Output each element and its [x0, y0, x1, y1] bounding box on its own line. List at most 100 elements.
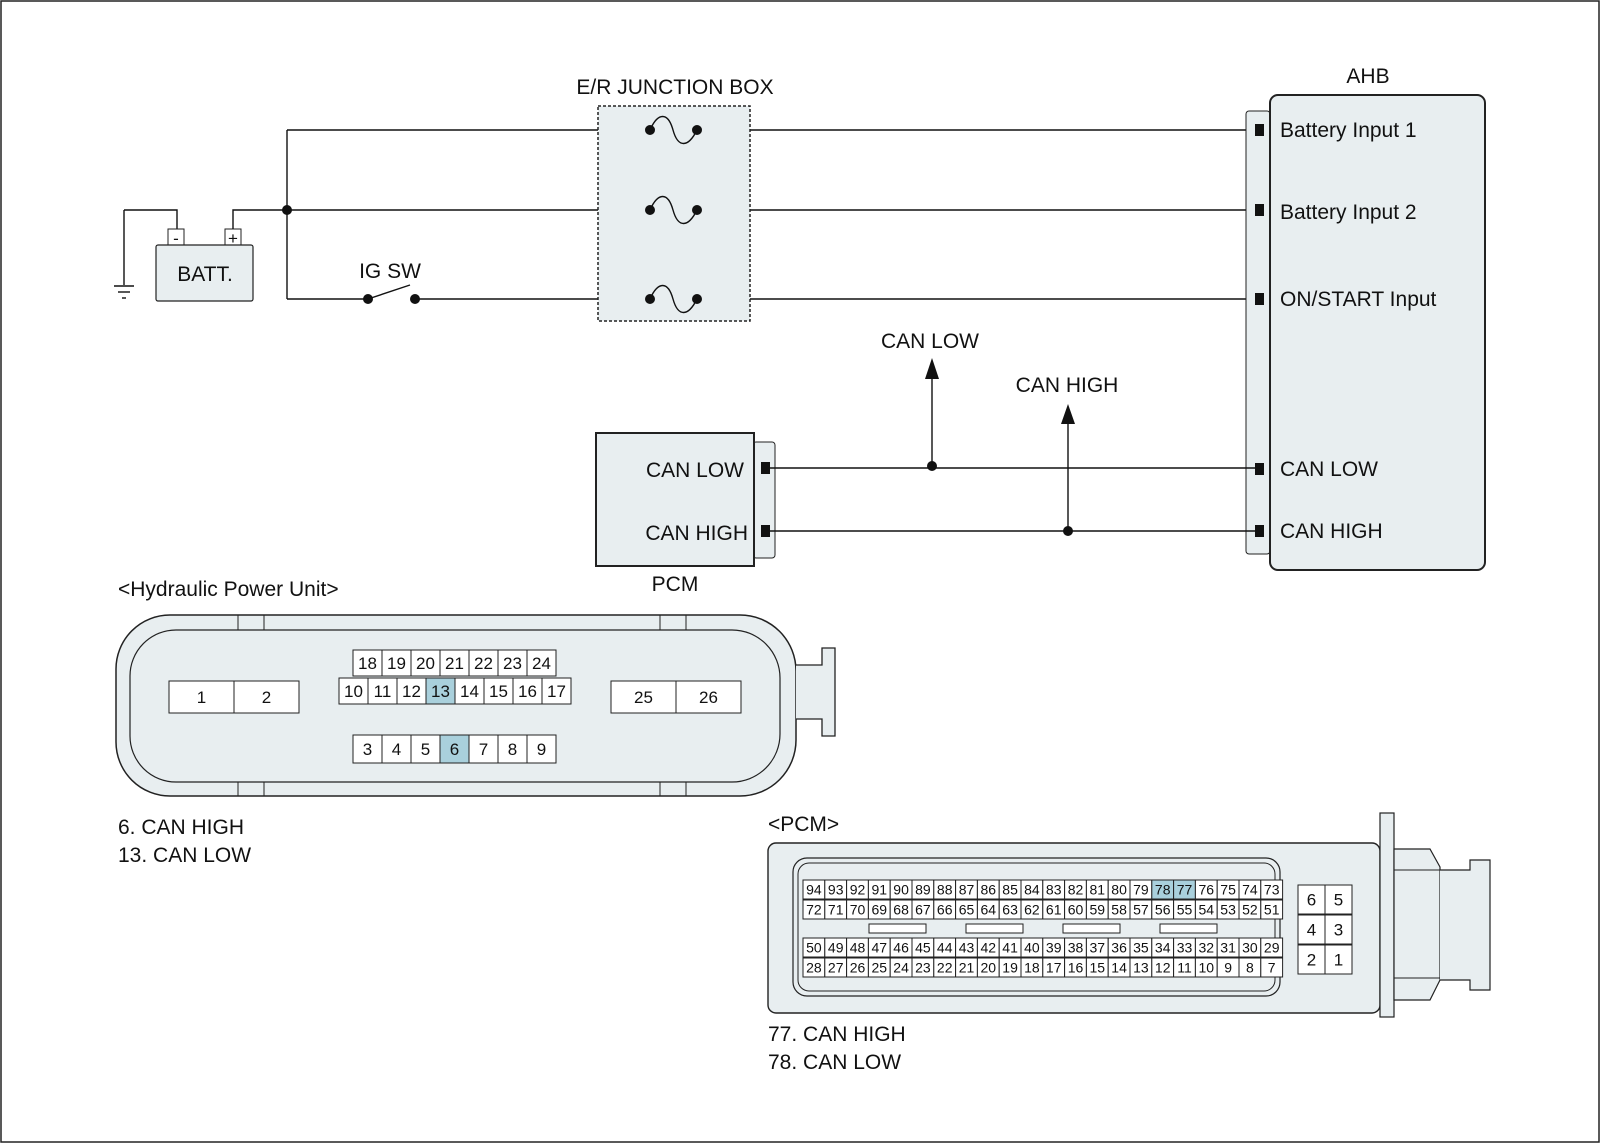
pin-number: 25 [634, 688, 653, 707]
pin-number: 11 [374, 682, 392, 701]
switch-blade [367, 284, 411, 300]
pin-number: 21 [959, 960, 975, 976]
pin-number: 53 [1220, 902, 1236, 918]
pin-number: 9 [1224, 960, 1232, 976]
pin-cell [396, 677, 427, 705]
pin-number: 3 [1334, 921, 1343, 940]
pin-number: 38 [1068, 940, 1084, 956]
key-slot [1062, 923, 1121, 934]
pin-number: 80 [1111, 882, 1127, 898]
pin-cell [1324, 884, 1353, 915]
pin-cell [1324, 914, 1353, 945]
pin-number: 50 [806, 940, 822, 956]
pin-number: 64 [981, 902, 997, 918]
pcm-module: CAN LOW CAN HIGH PCM [595, 432, 776, 596]
ground-wire [124, 209, 178, 232]
pin-cell [526, 734, 557, 764]
pin-cell [233, 680, 300, 714]
ahb-pin-terminal [1255, 293, 1264, 305]
pin-number: 31 [1220, 940, 1236, 956]
can-low-arrow-label: CAN LOW [881, 330, 979, 353]
fuse-1 [645, 115, 702, 145]
pin-number: 62 [1024, 902, 1040, 918]
pin-number: 45 [915, 940, 931, 956]
junction-box: E/R JUNCTION BOX [576, 76, 774, 322]
pin-number: 61 [1046, 902, 1062, 918]
pin-number: 34 [1155, 940, 1171, 956]
pin-cell [497, 734, 528, 764]
pin-number: 41 [1002, 940, 1018, 956]
ahb-connector [1245, 110, 1271, 555]
ahb-pin-battery-input-2: Battery Input 2 [1280, 201, 1417, 224]
hpu-connector-inner [129, 629, 781, 783]
pin-number: 57 [1133, 902, 1149, 918]
pin-number: 49 [828, 940, 844, 956]
pin-number: 73 [1264, 882, 1280, 898]
ahb-pin-can-low: CAN LOW [1280, 458, 1378, 481]
pin-number: 76 [1199, 882, 1215, 898]
pin-number: 2 [262, 688, 271, 707]
pin-number: 78 [1155, 882, 1171, 898]
pin-number: 17 [1046, 960, 1062, 976]
pin-number: 15 [1090, 960, 1106, 976]
pin-cell [1260, 937, 1284, 958]
pin-cell [439, 649, 470, 677]
pin-number: 85 [1002, 882, 1018, 898]
pin-number: 14 [1111, 960, 1127, 976]
hpu-legend-2: 13. CAN LOW [118, 844, 251, 867]
pin-number: 37 [1090, 940, 1106, 956]
pin-number: 63 [1002, 902, 1018, 918]
pin-number: 7 [479, 740, 488, 759]
pin-number: 18 [358, 654, 377, 673]
pin-number: 8 [1246, 960, 1254, 976]
pin-number: 75 [1220, 882, 1236, 898]
pin-number: 18 [1024, 960, 1040, 976]
ahb-title: AHB [1346, 65, 1389, 88]
pin-number: 94 [806, 882, 822, 898]
pin-cell [439, 734, 470, 764]
pcm-pin-can-low: CAN LOW [646, 459, 744, 482]
pin-number: 60 [1068, 902, 1084, 918]
pin-number: 81 [1090, 882, 1106, 898]
pin-number: 33 [1177, 940, 1193, 956]
pin-cell [454, 677, 485, 705]
pin-number: 39 [1046, 940, 1062, 956]
pin-number: 67 [915, 902, 931, 918]
pin-number: 9 [537, 740, 546, 759]
pin-number: 35 [1133, 940, 1149, 956]
pin-number: 24 [532, 654, 551, 673]
key-slot [868, 923, 927, 934]
pin-cell [381, 734, 412, 764]
pin-number: 16 [518, 682, 537, 701]
pin-number: 15 [489, 682, 508, 701]
pin-number: 48 [850, 940, 866, 956]
pin-number: 83 [1046, 882, 1062, 898]
pin-number: 43 [959, 940, 975, 956]
pcm-connector [752, 441, 776, 559]
pin-cell [338, 677, 369, 705]
pin-number: 79 [1133, 882, 1149, 898]
can-bus: CAN LOW CAN HIGH [770, 330, 1255, 536]
pin-number: 5 [421, 740, 430, 759]
pin-number: 93 [828, 882, 844, 898]
pin-number: 52 [1242, 902, 1258, 918]
pin-number: 22 [474, 654, 493, 673]
pcm-pin-can-high: CAN HIGH [645, 522, 748, 545]
ahb-pin-terminal [1255, 463, 1264, 475]
pin-cell [352, 649, 383, 677]
hpu-legend-1: 6. CAN HIGH [118, 816, 244, 839]
pin-number: 6 [1307, 891, 1316, 910]
hpu-connector-title: <Hydraulic Power Unit> [118, 578, 339, 601]
pin-number: 68 [893, 902, 909, 918]
can-low-arrow-icon [925, 358, 939, 379]
pin-cell [610, 680, 677, 714]
pin-number: 30 [1242, 940, 1258, 956]
pin-number: 55 [1177, 902, 1193, 918]
pin-number: 46 [893, 940, 909, 956]
key-slot [1159, 923, 1218, 934]
ahb-pin-terminal [1255, 204, 1264, 216]
pin-number: 72 [806, 902, 822, 918]
pcm-connector-latch [1440, 859, 1491, 991]
